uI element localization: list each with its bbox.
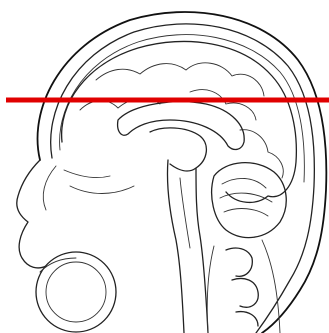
brainstem [150, 128, 208, 333]
cervical-spine [207, 240, 280, 333]
sinus-circle [36, 252, 116, 332]
corpus-callosum [118, 102, 245, 150]
cerebellum [212, 163, 287, 238]
